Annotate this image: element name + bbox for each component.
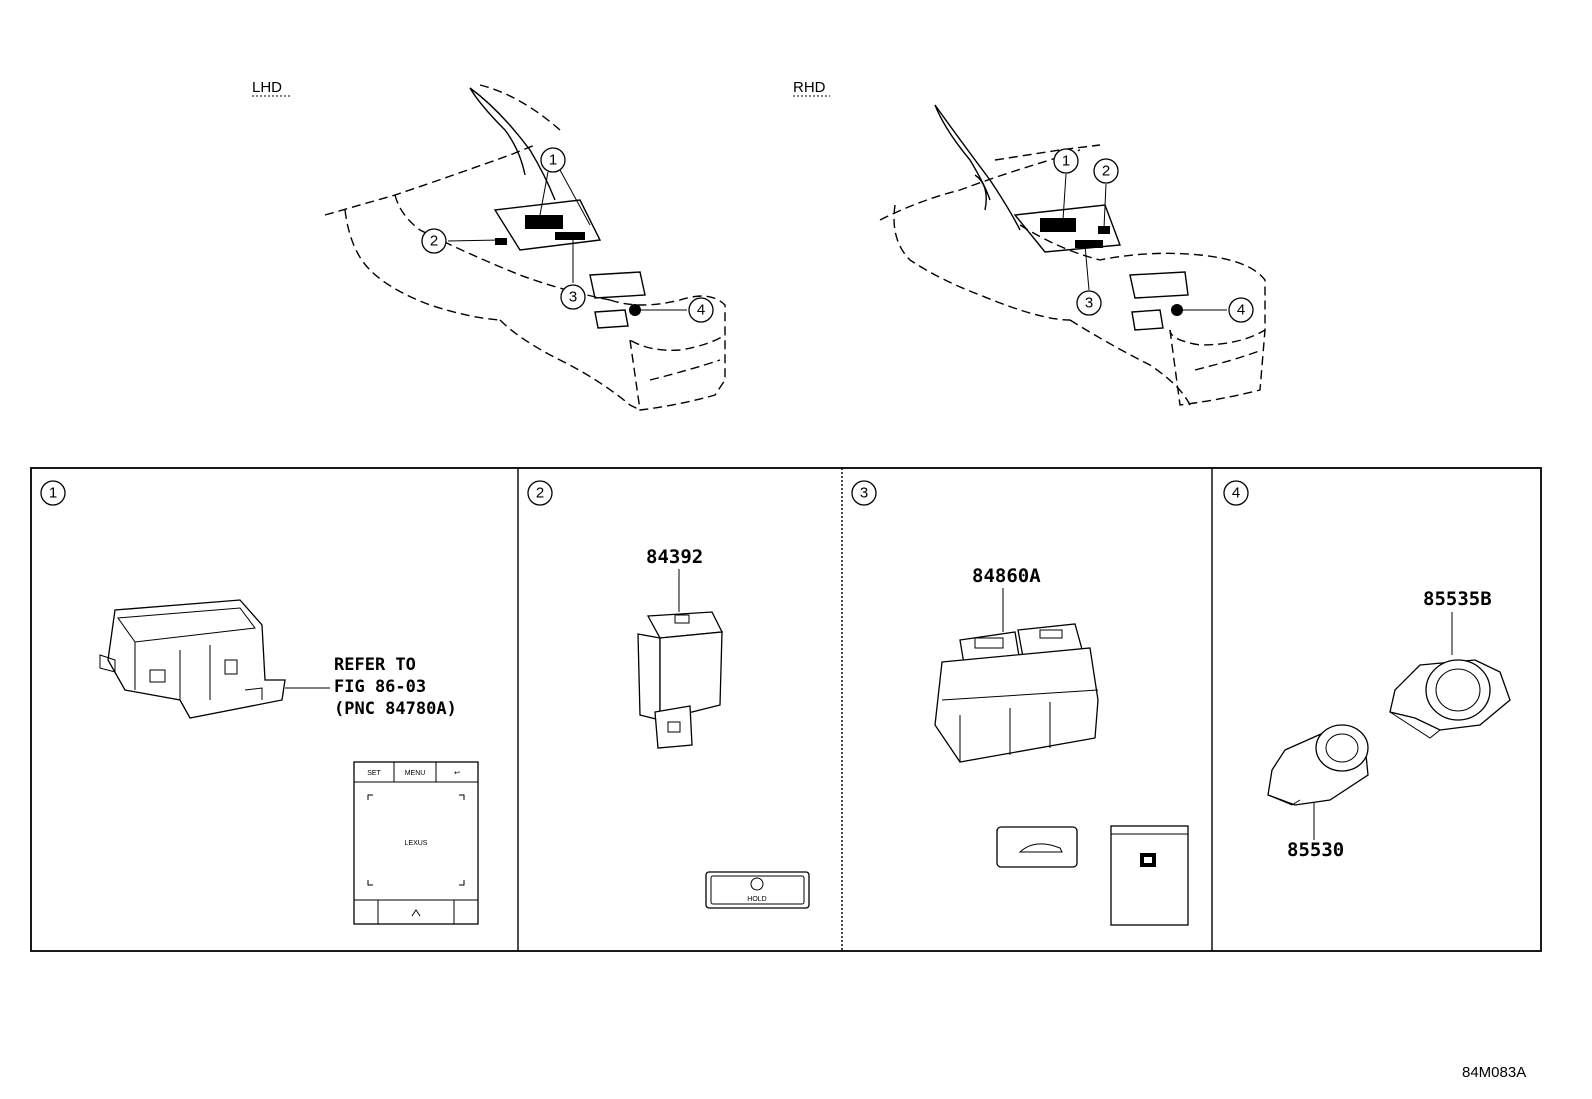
panel-4-number bbox=[1223, 480, 1249, 506]
panel-3-number bbox=[851, 480, 877, 506]
parts-table-frame bbox=[30, 467, 1542, 952]
svg-text:3: 3 bbox=[860, 485, 868, 502]
brand-logo-text: LEXUS bbox=[405, 840, 428, 847]
panel-2-number bbox=[527, 480, 553, 506]
callout-4-lhd bbox=[688, 297, 714, 323]
socket-part bbox=[1267, 724, 1369, 806]
refer-line-3: (PNC 84780A) bbox=[334, 699, 457, 719]
figure-code: 84M083A bbox=[1462, 1064, 1526, 1081]
hold-switch-face: HOLD bbox=[705, 871, 810, 909]
back-button-label: ↩ bbox=[454, 770, 460, 777]
panel-4: 4 85535B 85530 bbox=[1223, 480, 1511, 861]
callout-2-rhd bbox=[1093, 158, 1119, 184]
panel-2: 2 84392 HOLD bbox=[527, 480, 810, 909]
hold-switch-part bbox=[637, 611, 724, 749]
lhd-console-view: LHD 1 2 3 4 bbox=[252, 79, 726, 411]
svg-text:1: 1 bbox=[549, 152, 557, 169]
switch-assembly-part bbox=[934, 623, 1099, 763]
panel-1-number bbox=[40, 480, 66, 506]
svg-text:2: 2 bbox=[536, 485, 544, 502]
callout-3-lhd bbox=[560, 284, 586, 310]
callout-2-lhd bbox=[421, 228, 447, 254]
svg-text:4: 4 bbox=[1237, 302, 1245, 319]
svg-text:2: 2 bbox=[430, 233, 438, 250]
part-number-84392: 84392 bbox=[646, 546, 703, 568]
refer-line-2: FIG 86-03 bbox=[334, 677, 426, 697]
window-lock-switch-face bbox=[1110, 825, 1189, 926]
callout-1-lhd bbox=[540, 147, 566, 173]
callout-1-rhd bbox=[1053, 148, 1079, 174]
part-number-84860A: 84860A bbox=[972, 565, 1041, 587]
lhd-label: LHD bbox=[252, 79, 282, 96]
svg-text:1: 1 bbox=[49, 485, 57, 502]
set-button-label: SET bbox=[367, 770, 381, 777]
part-number-85535B: 85535B bbox=[1423, 588, 1492, 610]
callout-4-rhd bbox=[1228, 297, 1254, 323]
callout-3-rhd bbox=[1076, 290, 1102, 316]
svg-text:2: 2 bbox=[1102, 163, 1110, 180]
hold-label: HOLD bbox=[747, 896, 766, 903]
svg-text:1: 1 bbox=[1062, 153, 1070, 170]
panel-3: 3 84860A bbox=[851, 480, 1189, 926]
svg-text:3: 3 bbox=[569, 289, 577, 306]
svg-text:3: 3 bbox=[1085, 295, 1093, 312]
roof-switch-face bbox=[996, 826, 1078, 868]
svg-text:4: 4 bbox=[697, 302, 705, 319]
rhd-console-view: RHD 1 2 3 4 bbox=[793, 79, 1266, 406]
part-number-85530: 85530 bbox=[1287, 839, 1344, 861]
menu-button-label: MENU bbox=[405, 770, 426, 777]
refer-line-1: REFER TO bbox=[334, 655, 416, 675]
remote-touch-unit bbox=[99, 599, 286, 719]
rhd-label: RHD bbox=[793, 79, 826, 96]
touchpad-face: SET MENU ↩ LEXUS bbox=[353, 761, 479, 925]
power-outlet-part bbox=[1389, 659, 1511, 739]
panel-1: 1 REFER TO FIG 86-03 (PNC 84780A) SET ME… bbox=[40, 480, 479, 925]
svg-text:4: 4 bbox=[1232, 485, 1240, 502]
